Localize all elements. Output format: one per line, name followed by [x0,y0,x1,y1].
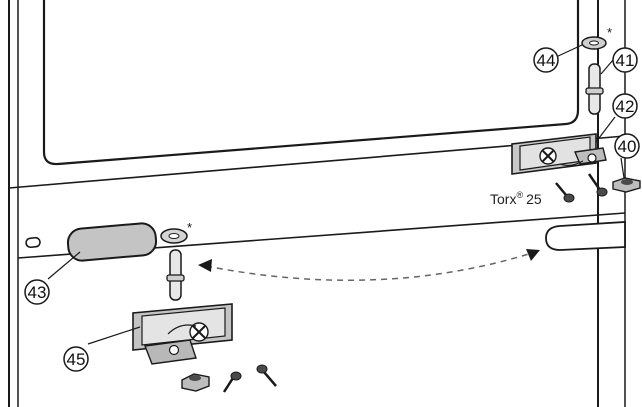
screws-left [222,364,277,393]
leader-44 [555,44,583,58]
hinge-bracket-45-part [132,303,233,365]
torx-label: Torx®25 [490,190,542,207]
callout-44: 44 [533,47,559,73]
arrowhead-left [198,259,212,272]
screw-left-2 [256,364,277,387]
callout-42: 42 [612,93,638,119]
callout-45: 45 [63,346,89,372]
arrowhead-right [526,249,540,261]
asterisk-left: * [187,220,192,235]
leader-lines [47,44,625,345]
leader-40 [620,157,625,179]
callout-43-label: 43 [28,283,47,302]
torx-registered-mark: ® [516,190,523,200]
asterisk-right: * [607,25,612,40]
door-panel-window [42,0,580,166]
slot-left [25,236,41,249]
hinge-pin-41-part [585,63,604,115]
cover-cap-right [545,221,626,251]
callout-40-label: 40 [618,137,637,156]
washer-44-part [581,36,607,50]
callout-41-label: 41 [616,51,635,70]
leader-43 [47,251,81,280]
screws-right [555,173,608,203]
callout-40: 40 [614,133,640,159]
nut-left-part [181,373,210,392]
nut-40-part [612,177,641,193]
callout-41: 41 [612,47,638,73]
callout-42-label: 42 [616,97,635,116]
screw-right-1 [555,182,575,203]
screw-right-2 [587,173,608,197]
callout-43: 43 [24,279,50,305]
torx-name: Torx [490,191,516,207]
cover-cap-43-part [66,222,158,262]
callout-45-label: 45 [67,350,86,369]
hinge-pin-left-part [166,249,185,301]
washer-left-part [160,228,188,244]
screw-left-1 [222,371,242,393]
callout-44-label: 44 [537,51,556,70]
leader-42 [595,116,616,143]
torx-size: 25 [526,191,542,207]
hinge-bracket-42-part [511,133,607,175]
leader-41 [600,59,614,75]
leader-45 [87,326,141,345]
transfer-arrow-dashed [205,252,533,282]
